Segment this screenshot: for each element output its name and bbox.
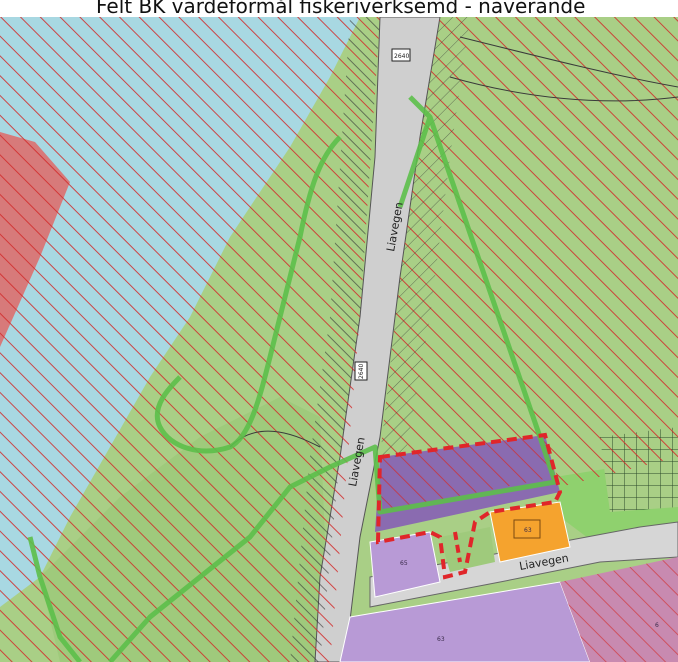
zoning-map[interactable]: Liavegen Liavegen Liavegen 2640 2640 65 … (0, 17, 678, 662)
lot-number-65: 65 (400, 560, 408, 567)
road-liavegen-horizontal (369, 521, 678, 608)
green-pocket (440, 527, 495, 572)
residential-lot-bottom (339, 581, 591, 662)
plan-boundary (108, 95, 558, 662)
road-number-middle: 2640 (358, 364, 365, 379)
road-edge-hatch-left (290, 17, 380, 662)
contour-line-2 (459, 36, 678, 88)
lot-number-6: 6 (655, 622, 659, 629)
lot-number-63-orange: 63 (524, 527, 532, 534)
road-number-box-top: 2640 (391, 48, 411, 62)
marked-zone-boundary (375, 432, 563, 580)
business-lot-orange (489, 501, 571, 563)
marked-zone-boundary-inner (453, 531, 462, 563)
red-hatch-overlay (0, 17, 380, 662)
pink-zone-hatch (560, 557, 678, 662)
road-number-box-middle: 2640 (354, 361, 368, 381)
road-edge-hatch-right (380, 17, 470, 457)
residential-lot-left (369, 531, 441, 598)
map-caption: Felt BK vardeformål fiskeriverksemd - na… (96, 0, 586, 18)
road-number-top: 2640 (394, 53, 409, 60)
lot-number-63: 63 (437, 636, 445, 643)
red-hatch-overlay-right (380, 17, 678, 487)
plan-boundary-left (27, 536, 82, 662)
marked-zone-hatch (378, 435, 555, 512)
building-outline (513, 519, 541, 539)
contour-line (449, 76, 678, 102)
